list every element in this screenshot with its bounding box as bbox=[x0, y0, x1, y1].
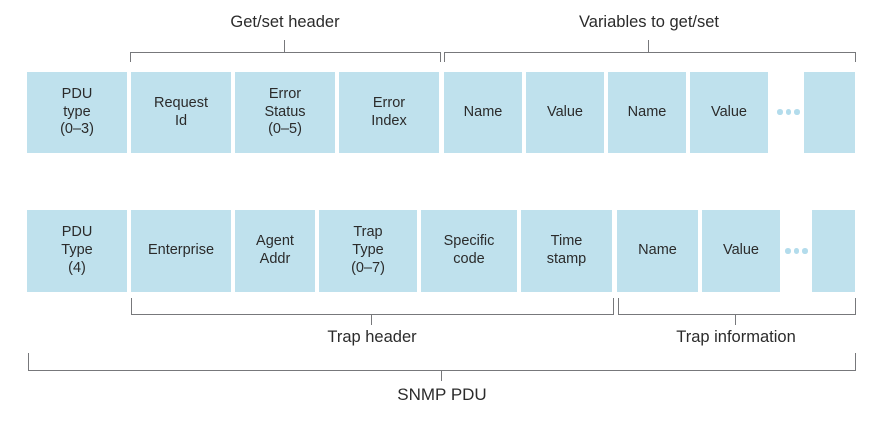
field-continuation-row2 bbox=[812, 210, 855, 292]
trap-information-brace bbox=[618, 298, 856, 315]
snmp-pdu-label: SNMP PDU bbox=[397, 385, 487, 404]
field-name-row2: Name bbox=[617, 210, 698, 292]
field-error-status: Error Status (0–5) bbox=[235, 72, 335, 153]
field-value-2-row1: Value bbox=[690, 72, 768, 153]
dot-icon bbox=[793, 248, 799, 254]
field-agent-addr: Agent Addr bbox=[235, 210, 315, 292]
getset-header-brace bbox=[130, 52, 441, 62]
field-specific-code: Specific code bbox=[421, 210, 517, 292]
dot-icon bbox=[785, 248, 791, 254]
field-enterprise: Enterprise bbox=[131, 210, 231, 292]
field-continuation-row1 bbox=[804, 72, 855, 153]
field-value-row2: Value bbox=[702, 210, 780, 292]
field-name-1-row1: Name bbox=[444, 72, 522, 153]
field-pdu-type-0-3: PDU type (0–3) bbox=[27, 72, 127, 153]
field-request-id: Request Id bbox=[131, 72, 231, 153]
getset-header-brace-tick bbox=[284, 40, 285, 52]
field-trap-type: Trap Type (0–7) bbox=[319, 210, 417, 292]
trap-information-brace-tick bbox=[735, 314, 736, 325]
ellipsis-icon bbox=[777, 109, 800, 115]
ellipsis-icon bbox=[785, 248, 808, 254]
snmp-pdu-brace-tick bbox=[441, 370, 442, 381]
dot-icon bbox=[802, 248, 808, 254]
field-value-1-row1: Value bbox=[526, 72, 604, 153]
variables-to-getset-label: Variables to get/set bbox=[578, 13, 720, 31]
dot-icon bbox=[777, 109, 783, 115]
field-name-2-row1: Name bbox=[608, 72, 686, 153]
variables-brace bbox=[444, 52, 856, 62]
trap-header-label: Trap header bbox=[327, 328, 417, 346]
trap-header-brace-tick bbox=[371, 314, 372, 325]
dot-icon bbox=[794, 109, 800, 115]
field-error-index: Error Index bbox=[339, 72, 439, 153]
getset-header-label: Get/set header bbox=[230, 13, 340, 31]
trap-header-brace bbox=[131, 298, 614, 315]
field-time-stamp: Time stamp bbox=[521, 210, 612, 292]
snmp-pdu-brace bbox=[28, 353, 856, 371]
dot-icon bbox=[785, 109, 791, 115]
trap-information-label: Trap information bbox=[676, 328, 796, 346]
field-pdu-type-4: PDU Type (4) bbox=[27, 210, 127, 292]
variables-brace-tick bbox=[648, 40, 649, 52]
